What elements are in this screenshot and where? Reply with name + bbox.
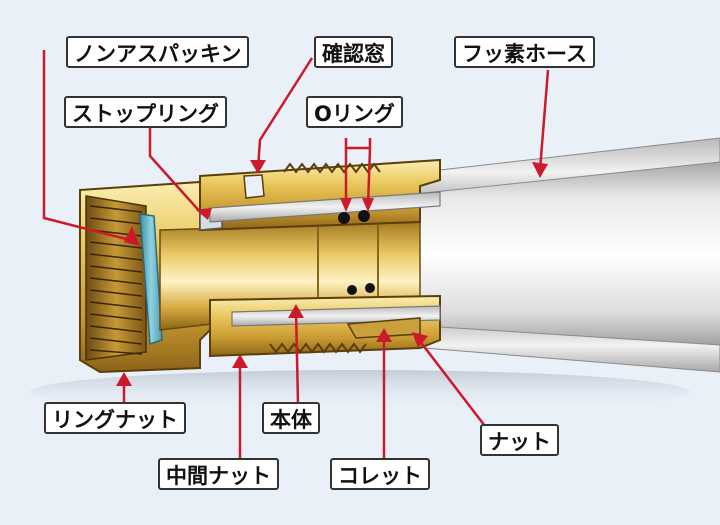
label-middle-nut: 中間ナット — [158, 458, 279, 490]
label-non-asbestos-packing: ノンアスパッキン — [66, 36, 250, 68]
hose-wall-upper — [209, 191, 441, 223]
leader-lines — [42, 50, 550, 460]
leader-arrowheads — [116, 160, 548, 386]
label-collet: コレット — [330, 458, 430, 490]
label-o-ring: Oリング — [306, 96, 403, 128]
o-ring-1 — [338, 212, 350, 224]
label-ring-nut: リングナット — [44, 402, 186, 434]
label-fluorine-hose: フッ素ホース — [454, 36, 595, 68]
confirm-window — [243, 174, 265, 199]
o-ring-4 — [365, 283, 375, 293]
outer-thread-top — [283, 162, 381, 174]
packing-ring — [139, 213, 163, 346]
drop-shadow — [30, 370, 690, 414]
label-body: 本体 — [262, 402, 320, 434]
thread-lines — [89, 205, 143, 355]
label-confirm-window: 確認窓 — [314, 36, 393, 68]
o-ring-2 — [358, 210, 370, 222]
label-stop-ring: ストップリング — [64, 96, 227, 128]
label-nut: ナット — [480, 424, 559, 456]
o-ring-3 — [347, 285, 357, 295]
outer-thread-bottom — [269, 342, 367, 354]
